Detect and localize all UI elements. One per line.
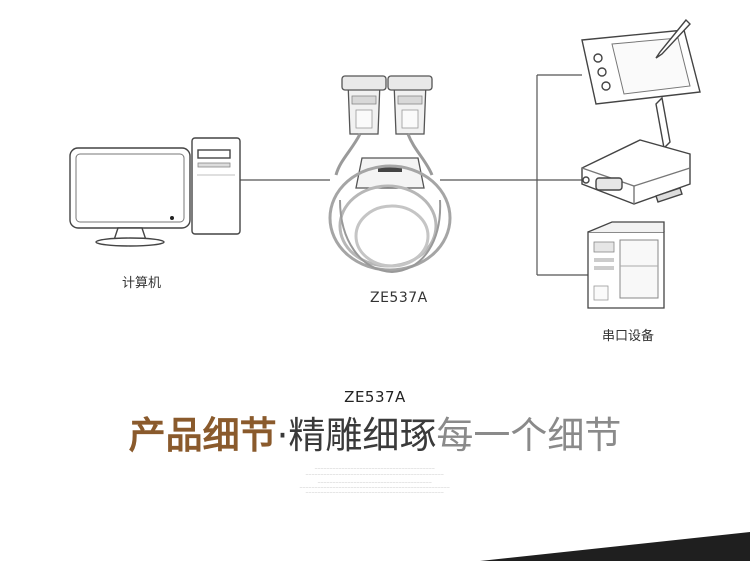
serial-device-label: 串口设备: [602, 329, 655, 344]
pen-icon: [655, 18, 691, 59]
connection-lines: [240, 74, 588, 276]
cable-loop-outer: [328, 164, 452, 272]
computer-icon: [69, 137, 241, 247]
model-caption: ZE537A: [344, 388, 406, 406]
fine-print-line-4: ────────────────────────────────────────…: [299, 485, 451, 490]
decor-stripe: [480, 532, 750, 561]
monitor-base: [95, 237, 165, 247]
cable-loop-inner: [354, 204, 430, 268]
device-label: ZE537A: [370, 290, 428, 306]
headline-part3: 每一个细节: [436, 414, 622, 457]
fine-print-line-3: ──────────────────────────────────────: [317, 480, 433, 485]
headline: 产品细节·精雕细琢每一个细节: [0, 412, 750, 460]
antenna: [655, 96, 671, 150]
serial-port: [595, 177, 623, 191]
headline-part1: 产品细节: [128, 414, 277, 457]
tower-case: [191, 137, 241, 235]
fine-print-line-2: ────────────────────────────────────────…: [305, 472, 445, 477]
fine-print-line-5: ────────────────────────────────────────…: [305, 490, 445, 495]
modem-icon: [581, 96, 691, 205]
device-illustration: [328, 75, 452, 274]
hub-body: [355, 157, 425, 189]
fine-print-line-1: ────────────────────────────────────────: [314, 466, 436, 471]
tablet-icon: [581, 18, 701, 105]
headline-part2: ·精雕细琢: [276, 414, 437, 457]
computer-label: 计算机: [122, 276, 162, 291]
printer-icon: [587, 221, 665, 309]
